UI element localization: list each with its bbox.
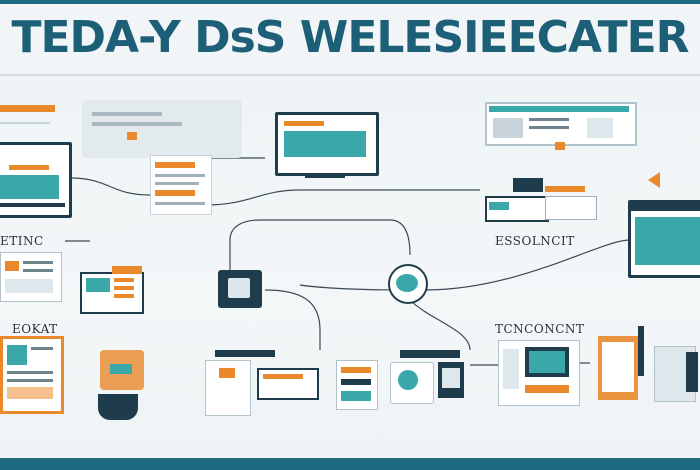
page-title: TEDA-Y DsS WELESIEECATER bbox=[11, 12, 689, 63]
document-center-small bbox=[336, 360, 378, 410]
device-stack-right bbox=[485, 178, 597, 222]
title-divider bbox=[0, 74, 700, 76]
top-border bbox=[0, 0, 700, 4]
label-right-top: ESSOLNCIT bbox=[495, 234, 575, 248]
orange-bars-top bbox=[112, 266, 142, 274]
window-right-bottom bbox=[498, 340, 580, 406]
center-node bbox=[218, 270, 262, 308]
label-left-mid: EOKAT bbox=[12, 322, 58, 336]
globe-node bbox=[388, 264, 428, 304]
rule-left bbox=[0, 122, 50, 124]
bottom-border bbox=[0, 458, 700, 470]
label-right-mid: TCNCONCNT bbox=[495, 322, 585, 336]
document-left-bottom bbox=[0, 336, 64, 414]
device-right-bottom bbox=[598, 326, 698, 406]
document-left-middle bbox=[0, 252, 62, 302]
orange-tag-top-right bbox=[555, 142, 565, 150]
device-center-right bbox=[390, 350, 470, 414]
document-stack bbox=[150, 155, 212, 215]
monitor-left-top bbox=[0, 142, 72, 218]
window-chart bbox=[80, 272, 144, 314]
label-left-top: ETINC bbox=[0, 234, 44, 248]
window-center-bottom bbox=[205, 350, 319, 416]
orange-tag-left bbox=[0, 105, 55, 112]
monitor-center-top bbox=[275, 112, 379, 176]
monitor-stand bbox=[305, 174, 345, 178]
device-cup bbox=[98, 350, 150, 422]
card-top-right bbox=[485, 102, 637, 146]
monitor-right bbox=[628, 200, 700, 278]
card-top-left bbox=[82, 100, 242, 158]
